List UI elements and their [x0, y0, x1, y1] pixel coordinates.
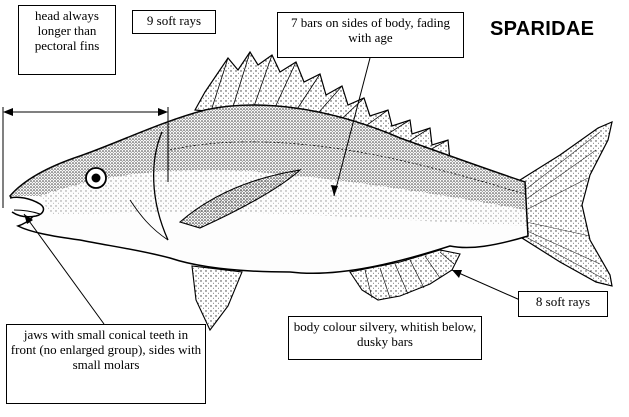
label-anal-rays: 8 soft rays	[518, 291, 608, 317]
pelvic-fin	[192, 266, 242, 330]
eye	[86, 168, 106, 188]
label-bars: 7 bars on sides of body, fading with age	[277, 12, 464, 58]
caudal-fin	[520, 122, 612, 286]
label-jaws: jaws with small conical teeth in front (…	[6, 324, 206, 404]
label-body-colour: body colour silvery, whitish below, dusk…	[288, 316, 482, 360]
label-head: head always longer than pectoral fins	[18, 5, 116, 75]
family-title: SPARIDAE	[490, 18, 594, 41]
label-dorsal-rays: 9 soft rays	[132, 10, 216, 34]
